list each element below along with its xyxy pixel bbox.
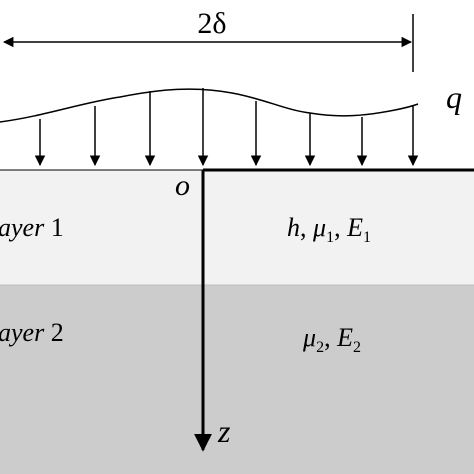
layer-1-name: ayer 1	[0, 213, 64, 242]
load-width-label: 2δ	[197, 7, 226, 40]
layer-1-params: h, μ1, E1	[287, 213, 371, 246]
depth-axis-label: z	[217, 413, 231, 449]
load-arrows	[34, 88, 419, 167]
distributed-load-curve	[0, 88, 419, 123]
layer-1-region	[0, 170, 474, 285]
origin-label: o	[175, 169, 190, 202]
layer-2-region	[0, 285, 474, 474]
layer-2-params: μ2, E2	[302, 323, 361, 356]
load-label: q	[446, 79, 462, 115]
layer-2-name: ayer 2	[0, 318, 64, 347]
